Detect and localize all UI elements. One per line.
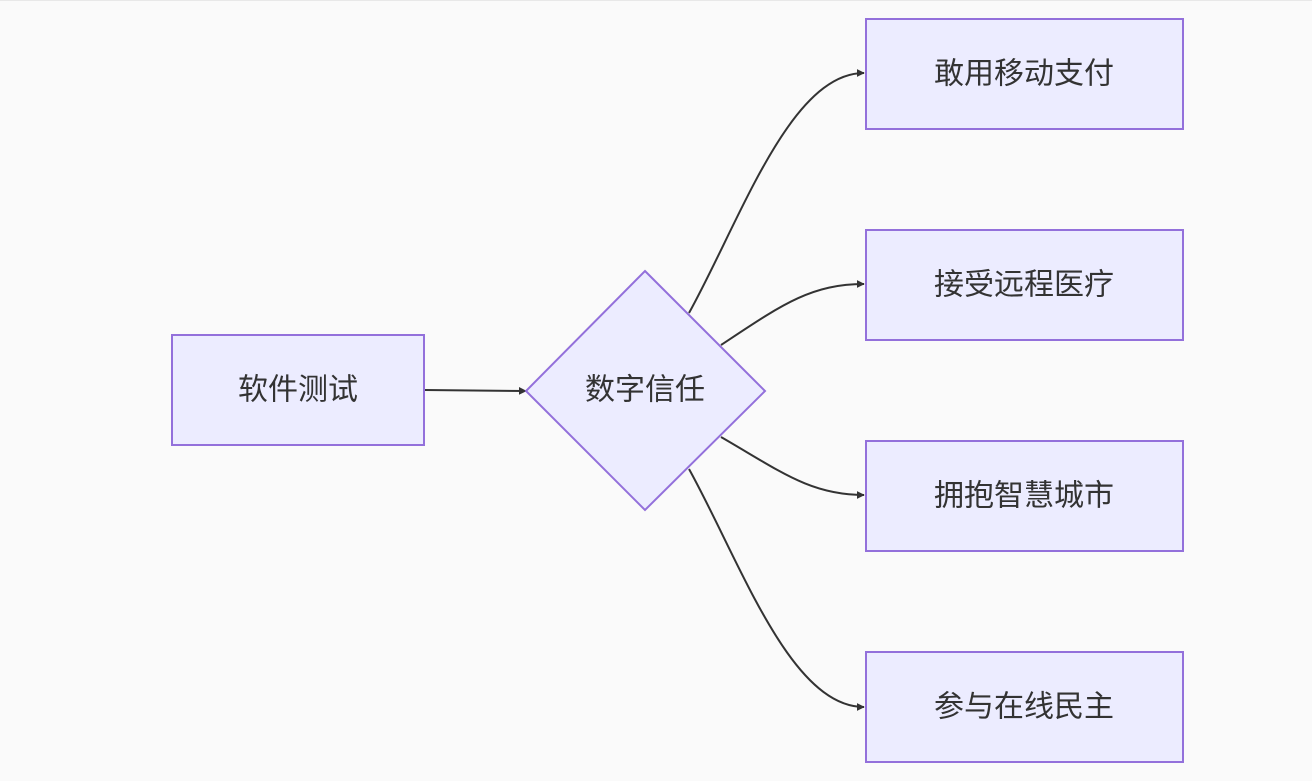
edge-decision-to-mobile-pay [688, 69, 865, 314]
node-smart-city-label: 拥抱智慧城市 [934, 479, 1114, 514]
node-online-democracy[interactable]: 参与在线民主 [865, 651, 1184, 763]
node-smart-city[interactable]: 拥抱智慧城市 [865, 440, 1184, 552]
node-telemedicine-label: 接受远程医疗 [934, 268, 1114, 303]
node-online-democracy-label: 参与在线民主 [934, 690, 1114, 725]
edges [424, 69, 865, 711]
node-telemedicine[interactable]: 接受远程医疗 [865, 229, 1184, 341]
node-mobile-pay-label: 敢用移动支付 [934, 57, 1114, 92]
node-software-testing[interactable]: 软件测试 [171, 334, 425, 446]
edge-decision-to-smart-city [720, 436, 865, 499]
node-software-testing-label: 软件测试 [238, 373, 358, 408]
edge-decision-to-online-democracy [688, 468, 865, 711]
node-digital-trust[interactable]: 数字信任 [524, 269, 767, 512]
node-mobile-pay[interactable]: 敢用移动支付 [865, 18, 1184, 130]
edge-decision-to-telemedicine [720, 280, 865, 346]
edge-source-to-decision [424, 386, 527, 395]
node-digital-trust-label: 数字信任 [585, 373, 705, 408]
